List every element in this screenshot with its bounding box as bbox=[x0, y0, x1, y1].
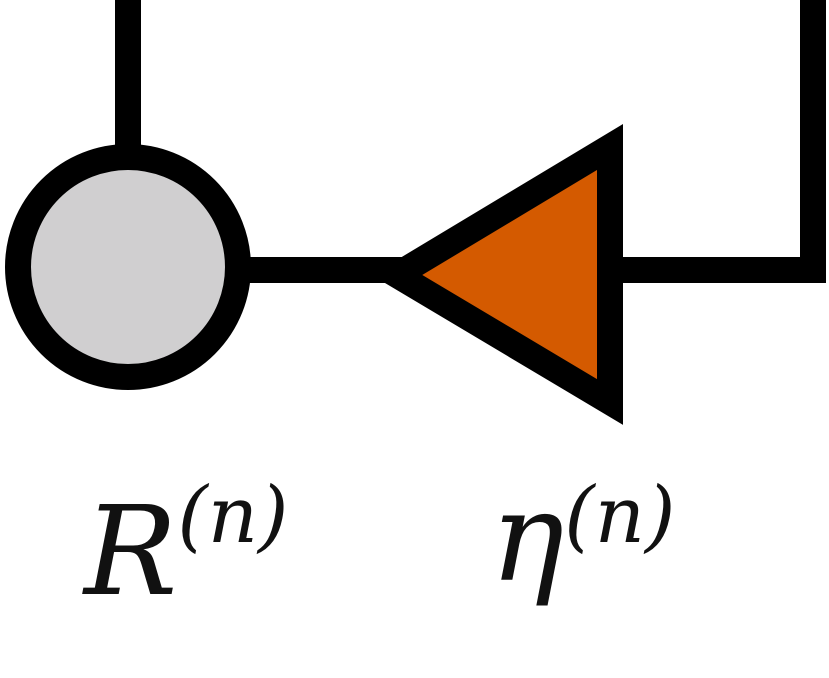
r-tensor-node bbox=[5, 144, 251, 390]
eta-right-leg bbox=[600, 0, 826, 283]
eta-tensor-triangle bbox=[371, 124, 623, 425]
r-symbol: R bbox=[82, 480, 177, 624]
r-node-label: R(n) bbox=[82, 471, 288, 624]
eta-symbol: η bbox=[490, 466, 564, 610]
r-superscript: (n) bbox=[177, 471, 288, 561]
eta-superscript: (n) bbox=[564, 471, 675, 561]
eta-node-label: η(n) bbox=[490, 466, 675, 610]
connecting-lines bbox=[115, 0, 826, 283]
